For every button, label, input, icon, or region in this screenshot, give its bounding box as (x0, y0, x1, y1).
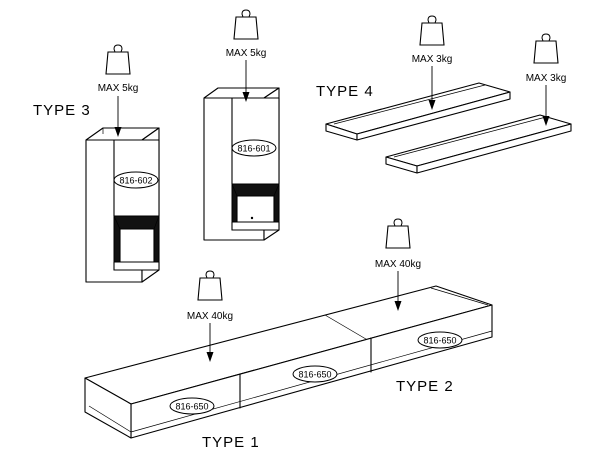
tv-unit: 816-650 816-650 816-650 (84, 285, 493, 439)
load-indicator-tv-right: MAX 40kg (375, 218, 421, 311)
svg-text:MAX 40kg: MAX 40kg (187, 311, 233, 322)
weight-icon (105, 44, 131, 75)
code-816-650-c: 816-650 (423, 336, 456, 346)
svg-text:MAX 3kg: MAX 3kg (412, 54, 453, 65)
code-816-650-b: 816-650 (298, 370, 331, 380)
shelf-upper (325, 82, 511, 141)
weight-icon (197, 270, 223, 301)
svg-text:MAX 5kg: MAX 5kg (98, 83, 139, 94)
code-ellipse (417, 331, 463, 349)
cabinet-816-601: 816-601 (203, 87, 280, 241)
code-ellipse (169, 397, 215, 415)
weight-icon (233, 9, 259, 40)
code-ellipse (113, 171, 159, 189)
load-indicator-shelf-b: MAX 3kg (526, 33, 567, 126)
code-ellipse (292, 365, 338, 383)
code-816-601: 816-601 (237, 144, 270, 154)
code-816-602: 816-602 (119, 176, 152, 186)
svg-text:MAX 3kg: MAX 3kg (526, 73, 567, 84)
load-indicator-shelf-a: MAX 3kg (412, 15, 453, 110)
load-indicator-tv-left: MAX 40kg (187, 270, 233, 362)
weight-icon (533, 33, 559, 64)
type-4-label: TYPE 4 (316, 83, 374, 100)
shelf-lower (385, 114, 572, 174)
svg-text:MAX 5kg: MAX 5kg (226, 48, 267, 59)
type-2-label: TYPE 2 (396, 378, 454, 395)
cabinet-816-602: 816-602 (85, 127, 160, 283)
weight-icon (385, 218, 411, 249)
type-1-label: TYPE 1 (202, 434, 260, 451)
load-indicator-cab602: MAX 5kg (98, 44, 139, 137)
load-indicator-cab601: MAX 5kg (226, 9, 267, 102)
svg-text:MAX 40kg: MAX 40kg (375, 259, 421, 270)
code-ellipse (231, 139, 277, 157)
weight-icon (419, 15, 445, 46)
type-3-label: TYPE 3 (33, 102, 91, 119)
code-816-650-a: 816-650 (175, 402, 208, 412)
